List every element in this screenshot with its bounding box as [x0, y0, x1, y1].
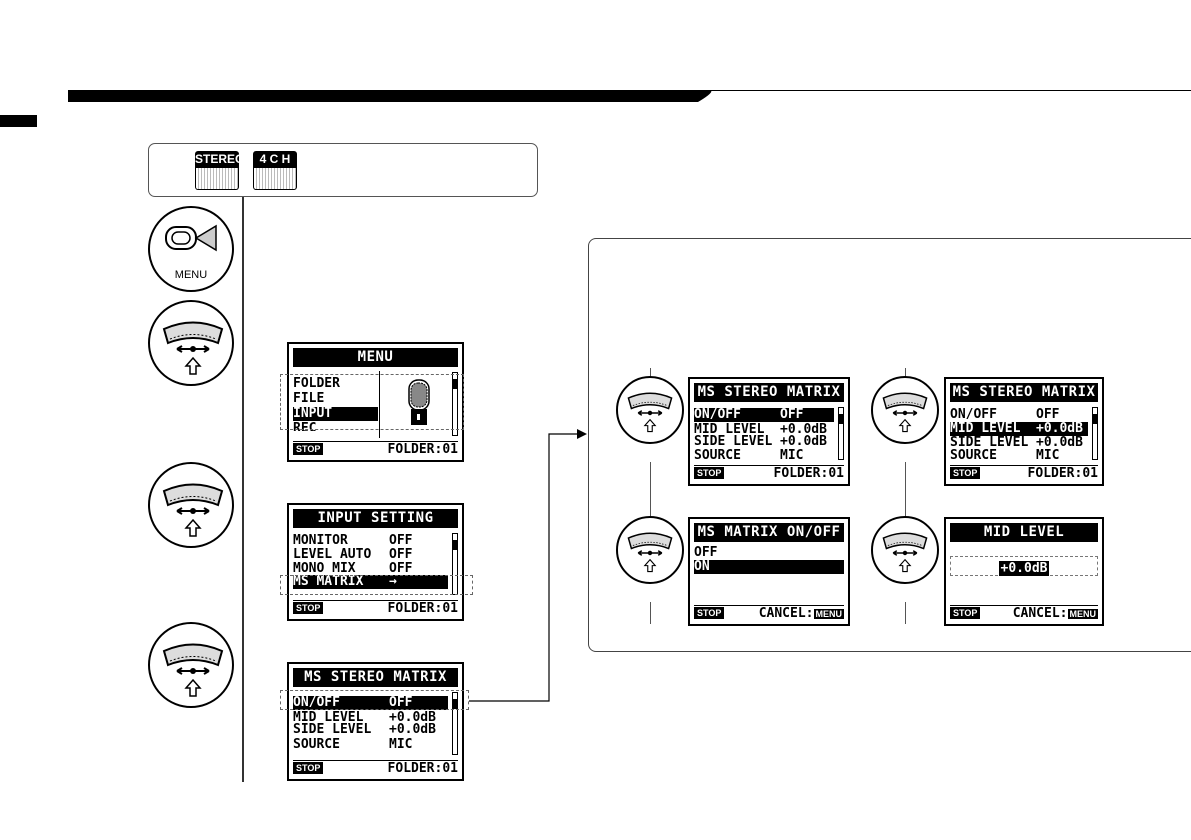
- step-timeline: [242, 197, 244, 782]
- stop-label: STOP: [293, 602, 324, 614]
- folder-label: FOLDER:01: [773, 466, 844, 481]
- selection-highlight: [280, 690, 469, 710]
- screen-title: MS MATRIX ON/OFF: [694, 523, 844, 542]
- dial-step-5: [616, 516, 684, 584]
- screen-title: MENU: [293, 348, 458, 367]
- option-off: OFF: [694, 546, 718, 558]
- lcd-onoff-screen: MS MATRIX ON/OFF OFF ON STOP CANCEL:MENU: [688, 517, 850, 626]
- stop-label: STOP: [950, 607, 981, 619]
- row-mid-level: MID LEVEL+0.0dB: [950, 422, 1088, 436]
- menu-label: MENU: [174, 269, 208, 281]
- row-side-level: SIDE LEVEL+0.0dB: [950, 436, 1083, 446]
- cancel-label: CANCEL:: [758, 606, 814, 621]
- wheel-dial-icon: [627, 532, 673, 573]
- selection-highlight: [280, 374, 464, 430]
- folder-label: FOLDER:01: [1027, 466, 1098, 481]
- menu-key-label: MENU: [1067, 609, 1098, 619]
- folder-label: FOLDER:01: [387, 761, 458, 776]
- wheel-dial-icon: [163, 483, 223, 537]
- cancel-label: CANCEL:: [1012, 606, 1068, 621]
- mode-indicator-box: STEREO 4 C H: [148, 143, 538, 197]
- 4ch-mode-badge: 4 C H: [253, 151, 297, 191]
- header-bar: [68, 90, 1191, 102]
- screen-title: MS STEREO MATRIX: [694, 383, 844, 402]
- folder-label: FOLDER:01: [387, 442, 458, 457]
- mid-level-value: +0.0dB: [998, 561, 1050, 576]
- connector-line: [905, 462, 907, 518]
- arrow-right-icon: [469, 429, 587, 702]
- dial-step-6: [871, 376, 939, 444]
- screen-title: MID LEVEL: [950, 523, 1098, 542]
- row-side-level: SIDE LEVEL+0.0dB: [293, 722, 436, 737]
- dial-step-2: [148, 462, 234, 548]
- connector-line: [650, 602, 652, 624]
- menu-button-icon: [165, 224, 217, 252]
- stop-label: STOP: [293, 762, 324, 774]
- row-side-level: SIDE LEVEL+0.0dB: [694, 434, 827, 449]
- dial-step-4: [616, 376, 684, 444]
- row-mid-level: MID LEVEL+0.0dB: [694, 423, 827, 433]
- menu-key-label: MENU: [813, 609, 844, 619]
- menu-item-input: INPUT: [293, 407, 378, 421]
- row-mid-level: MID LEVEL+0.0dB: [293, 711, 436, 721]
- wheel-dial-icon: [163, 643, 223, 697]
- connector-line: [905, 368, 907, 378]
- wheel-dial-icon: [163, 321, 223, 375]
- screen-title: INPUT SETTING: [293, 509, 458, 528]
- menu-button-step: MENU: [148, 206, 234, 292]
- wheel-dial-icon: [627, 392, 673, 433]
- dial-step-7: [871, 516, 939, 584]
- row-ms-matrix: MS MATRIX→: [293, 575, 448, 589]
- selection-highlight: [280, 575, 473, 595]
- wheel-dial-icon: [882, 392, 928, 433]
- stop-label: STOP: [950, 467, 981, 479]
- stop-label: STOP: [694, 607, 725, 619]
- microphone-icon: [408, 379, 430, 425]
- value-field: +0.0dB: [950, 556, 1098, 576]
- lcd-mid-level-screen: MID LEVEL +0.0dB STOP CANCEL:MENU: [944, 517, 1104, 626]
- dial-step-3: [148, 622, 234, 708]
- stop-label: STOP: [293, 443, 324, 455]
- wheel-dial-icon: [882, 532, 928, 573]
- dial-step-1: [148, 300, 234, 386]
- stop-label: STOP: [694, 467, 725, 479]
- screen-title: MS STEREO MATRIX: [950, 383, 1098, 402]
- connector-line: [650, 462, 652, 518]
- connector-line: [905, 602, 907, 624]
- screen-title: MS STEREO MATRIX: [293, 668, 458, 687]
- stereo-mode-badge: STEREO: [195, 151, 244, 191]
- page-tab-marker: [0, 115, 37, 127]
- menu-item-file: FILE: [293, 391, 325, 406]
- detail-panel: [588, 238, 1191, 652]
- menu-item-rec: REC: [293, 422, 317, 431]
- connector-line: [650, 368, 652, 378]
- option-on: ON: [694, 560, 844, 574]
- folder-label: FOLDER:01: [387, 601, 458, 616]
- menu-item-folder: FOLDER: [293, 376, 340, 391]
